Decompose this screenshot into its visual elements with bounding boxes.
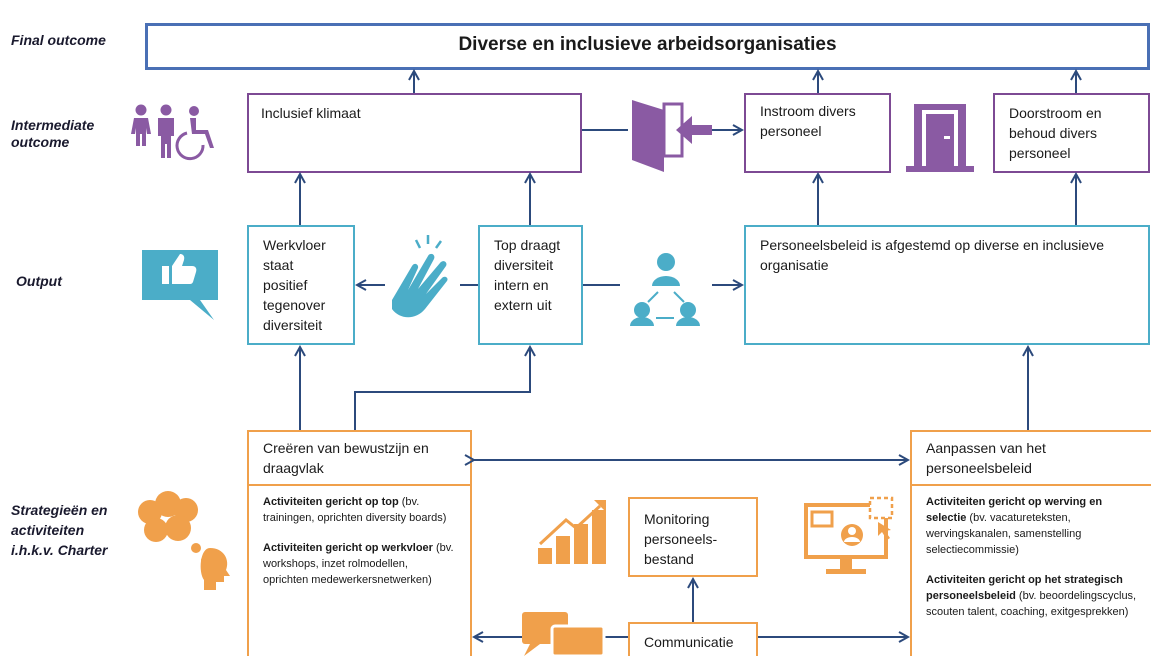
werkvloer-output-box: Werkvloer staat positief tegenover diver…	[247, 225, 355, 345]
personeelsbeleid-output-box: Personeelsbeleid is afgestemd op diverse…	[744, 225, 1150, 345]
network-people-icon	[630, 253, 700, 326]
bewustzijn-body: Activiteiten gericht op top (bv. trainin…	[249, 486, 470, 610]
label-final-outcome: Final outcome	[11, 32, 106, 48]
door-icon	[906, 104, 974, 172]
strategisch-activities-text: (bv. beoordelingscyclus, scouten talent,…	[926, 590, 1137, 618]
label-output: Output	[16, 273, 62, 289]
werkvloer-activities-heading: Activiteiten gericht op werkvloer	[263, 542, 433, 554]
thumbs-up-icon	[142, 250, 218, 320]
doorstroom-text: Doorstroom en behoud divers personeel	[1009, 105, 1102, 161]
aanpassen-box: Aanpassen van het personeelsbeleid Activ…	[910, 430, 1151, 656]
bewustzijn-box: Creëren van bewustzijn en draagvlak Acti…	[247, 430, 472, 656]
inclusief-klimaat-text: Inclusief klimaat	[261, 105, 361, 121]
aanpassen-title: Aanpassen van het personeelsbeleid	[912, 432, 1151, 486]
werkvloer-activities-text: (bv. workshops, inzet rolmodellen, opric…	[263, 542, 454, 586]
werkvloer-output-text: Werkvloer staat positief tegenover diver…	[263, 237, 326, 333]
strategisch-activities-heading: Activiteiten gericht op het strategisch …	[926, 574, 1123, 602]
top-output-text: Top draagt diversiteit intern en extern …	[494, 237, 561, 313]
entrance-arrow-icon	[632, 100, 712, 172]
werving-activities-heading: Activiteiten gericht op werving en selec…	[926, 496, 1103, 524]
clapping-hands-icon	[392, 235, 448, 318]
speech-bubbles-icon	[522, 612, 606, 656]
monitoring-box: Monitoring personeels-bestand	[628, 497, 758, 577]
bar-chart-icon	[538, 500, 606, 564]
people-accessibility-icon	[131, 104, 214, 161]
label-intermediate-outcome: Intermediate outcome	[11, 117, 95, 150]
final-outcome-text: Diverse en inclusieve arbeidsorganisatie…	[458, 34, 837, 55]
connector-arrows	[300, 71, 1076, 637]
top-output-box: Top draagt diversiteit intern en extern …	[478, 225, 583, 345]
final-outcome-box: Diverse en inclusieve arbeidsorganisatie…	[145, 23, 1150, 70]
werving-activities-text: (bv. vacatureteksten, wervingskanalen, s…	[926, 512, 1082, 556]
instroom-box: Instroom divers personeel	[744, 93, 891, 173]
monitoring-text: Monitoring personeels-bestand	[644, 511, 718, 567]
communicatie-box: Communicatie	[628, 622, 758, 656]
aanpassen-body: Activiteiten gericht op werving en selec…	[912, 486, 1151, 642]
personeelsbeleid-output-text: Personeelsbeleid is afgestemd op diverse…	[760, 237, 1104, 273]
thought-head-icon	[138, 491, 230, 590]
top-activities-text: (bv. trainingen, oprichten diversity boa…	[263, 496, 447, 524]
label-strategies: Strategieën en activiteiten i.h.k.v. Cha…	[11, 502, 108, 558]
bewustzijn-title: Creëren van bewustzijn en draagvlak	[249, 432, 470, 486]
inclusief-klimaat-box: Inclusief klimaat	[247, 93, 582, 173]
instroom-text: Instroom divers personeel	[760, 103, 856, 139]
arrow-bewustzijn-top	[354, 347, 530, 430]
computer-recruitment-icon	[804, 496, 894, 574]
communicatie-text: Communicatie	[644, 634, 734, 650]
top-activities-heading: Activiteiten gericht op top	[263, 496, 399, 508]
